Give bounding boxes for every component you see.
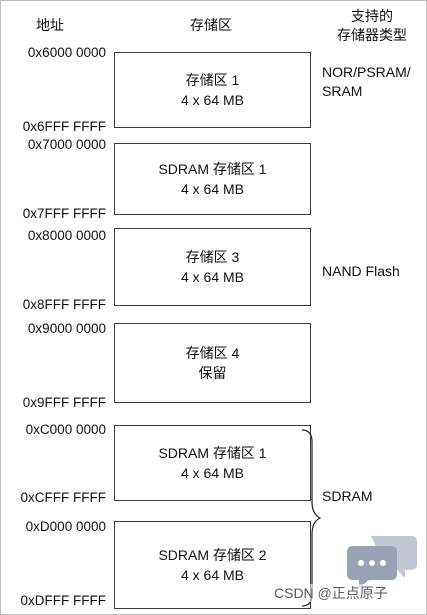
- memory-bank-box: 存储区 3 4 x 64 MB: [114, 228, 311, 306]
- bank-name: 存储区 1: [185, 72, 240, 88]
- bank-name: 存储区 3: [185, 249, 240, 265]
- address-label: 0x9000 0000: [27, 321, 106, 336]
- watermark-text: CSDN @正点原子: [272, 584, 390, 602]
- memory-type-sdram: SDRAM: [322, 488, 373, 504]
- bank-size: 4 x 64 MB: [180, 269, 245, 285]
- memory-bank-box: 存储区 1 4 x 64 MB: [114, 52, 311, 128]
- address-label: 0x6000 0000: [27, 45, 106, 60]
- address-label: 0x9FFF FFFF: [22, 395, 106, 410]
- bank-size: 4 x 64 MB: [180, 567, 245, 583]
- bank-name: SDRAM 存储区 2: [158, 547, 267, 563]
- memory-type-nand-flash: NAND Flash: [322, 263, 400, 279]
- address-label: 0x6FFF FFFF: [22, 119, 106, 134]
- address-label: 0x8FFF FFFF: [22, 297, 106, 312]
- memory-bank-box: 存储区 4 保留: [114, 323, 311, 403]
- memory-type-nor-psram-sram: NOR/PSRAM/ SRAM: [322, 64, 411, 99]
- address-label: 0x7FFF FFFF: [22, 206, 106, 221]
- chat-bubble-icon: [347, 536, 417, 588]
- bank-column-header: 存储区: [190, 17, 232, 33]
- address-label: 0xD000 0000: [25, 519, 106, 534]
- address-column-header: 地址: [36, 17, 64, 33]
- bank-size: 保留: [198, 365, 227, 381]
- address-label: 0xDFFF FFFF: [20, 593, 106, 608]
- bank-name: SDRAM 存储区 1: [158, 445, 267, 461]
- memory-type-column-header: 支持的 存储器类型: [337, 8, 407, 43]
- bank-name: SDRAM 存储区 1: [158, 161, 267, 177]
- address-label: 0x7000 0000: [27, 137, 106, 152]
- right-curly-brace-icon: [301, 429, 322, 607]
- address-label: 0x8000 0000: [27, 228, 106, 243]
- bank-size: 4 x 64 MB: [180, 92, 245, 108]
- bank-size: 4 x 64 MB: [180, 465, 245, 481]
- address-label: 0xCFFF FFFF: [20, 490, 106, 505]
- memory-bank-box: SDRAM 存储区 1 4 x 64 MB: [114, 425, 311, 501]
- bank-size: 4 x 64 MB: [180, 181, 245, 197]
- memory-bank-box: SDRAM 存储区 1 4 x 64 MB: [114, 143, 311, 215]
- bank-name: 存储区 4: [185, 345, 240, 361]
- address-label: 0xC000 0000: [25, 422, 106, 437]
